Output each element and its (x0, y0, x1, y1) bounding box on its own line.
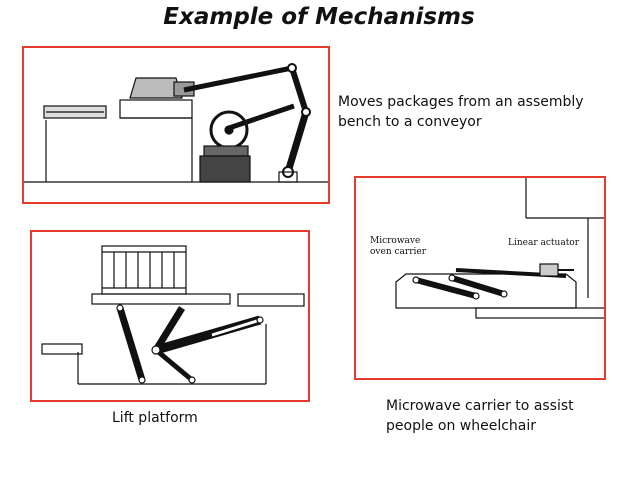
microwave-caption-line-2: people on wheelchair (386, 418, 537, 434)
microwave-caption: Microwave carrier to assist people on wh… (386, 396, 574, 436)
linear-actuator-label: Linear actuator (508, 238, 579, 249)
microwave-carrier-label-line-2: oven carrier (370, 247, 427, 257)
microwave-carrier-panel: Microwave oven carrier Linear actuator (354, 176, 606, 380)
microwave-carrier-drawing (395, 178, 604, 319)
conveyor-caption-line-2: bench to a conveyor (338, 114, 482, 130)
conveyor-mechanism-drawing (24, 63, 328, 183)
linear-actuator-label-text: Linear actuator (508, 238, 580, 248)
microwave-carrier-label: Microwave oven carrier (370, 236, 426, 258)
lift-platform-drawing (41, 245, 305, 385)
lift-caption-text: Lift platform (112, 410, 198, 426)
lift-caption: Lift platform (112, 408, 198, 428)
microwave-carrier-label-line-1: Microwave (370, 236, 421, 246)
microwave-caption-line-1: Microwave carrier to assist (386, 398, 574, 414)
conveyor-mechanism-panel (22, 46, 330, 204)
conveyor-caption-line-1: Moves packages from an assembly (338, 94, 584, 110)
page-title: Example of Mechanisms (163, 4, 475, 30)
lift-platform-panel (30, 230, 310, 402)
conveyor-caption: Moves packages from an assembly bench to… (338, 92, 584, 132)
